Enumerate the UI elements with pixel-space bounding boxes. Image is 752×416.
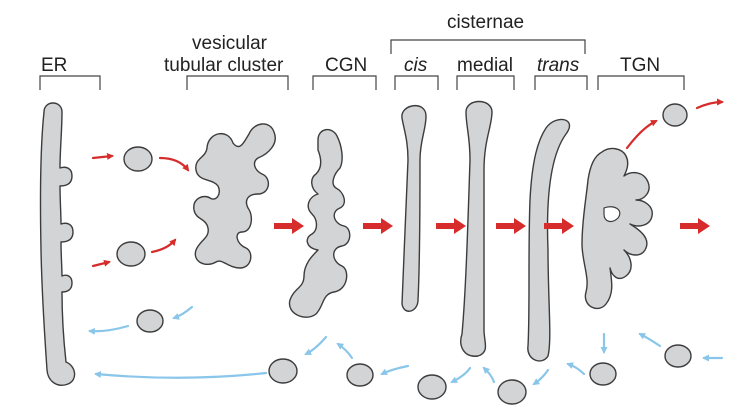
tgn-shape [581,147,653,310]
block-arrow-cgn-to-cis [363,218,393,234]
block-arrow-vtc-to-cgn [274,218,304,234]
label-er: ER [41,55,68,76]
bracket-medial [456,75,515,90]
block-arrow-tgn-out [680,218,710,234]
arrow-retro-incoming-to-tgn [638,332,662,348]
label-trans: trans [537,55,580,76]
arrow-er-to-vesicle-lower [91,259,111,268]
label-cis: cis [404,55,428,76]
arrow-retro-trans-to-vesicle [532,368,550,386]
medial-cisterna [460,100,493,357]
bracket-cgn [312,75,377,90]
arrow-secretion-out [695,98,724,110]
vesicle-retro-tgn [589,362,617,386]
er-shape [39,102,76,386]
arrow-retro-vesicle-to-er [88,324,130,335]
vesicle-retro-to-er [136,309,164,333]
label-cisternae: cisternae [447,12,525,33]
bracket-tgn [597,75,685,90]
block-arrow-cis-to-medial [436,218,466,234]
trans-cisterna [527,118,571,362]
block-arrow-medial-to-trans [496,218,526,234]
vesicle-retro-trans [497,379,527,405]
bracket-trans [534,75,588,90]
arrow-retro-to-cis-vesicle [380,364,410,376]
bracket-er [39,75,101,90]
label-medial: medial [457,55,513,76]
vesicle-retro-medial [417,374,447,400]
arrow-retro-vesicle-to-trans [566,362,586,376]
vesicle-er-exit-upper [123,146,153,172]
label-cgn: CGN [325,55,368,76]
vesicle-secretory [662,103,688,127]
vesicle-retro-long [268,358,298,384]
bracket-cisternae [390,39,586,54]
arrow-retro-vtc-to-vesicle [172,305,194,320]
cis-cisterna [401,105,427,312]
arrow-retro-medial-to-vesicle [450,366,472,384]
label-vtc-line2: tubular cluster [164,55,284,76]
vesicular-tubular-cluster [193,123,276,269]
bracket-cis [394,75,439,90]
block-arrow-trans-to-tgn [544,218,574,234]
bracket-vtc [186,75,289,90]
arrow-er-to-vesicle-upper [91,153,114,161]
arrow-retro-vesicle-to-cgn [336,342,354,360]
arrow-vesicle-to-vtc-upper [158,156,190,172]
vesicle-retro-incoming [664,344,692,368]
arrow-vesicle-to-vtc-lower [150,238,177,254]
arrow-retro-vesicle-to-medial [482,366,496,384]
vesicle-er-exit-lower [116,241,146,267]
arrow-retro-long-to-er [94,370,268,379]
tgn-inner-gap [603,206,621,223]
label-tgn: TGN [620,55,661,76]
arrow-retro-cgn-to-vesicle [304,335,328,356]
arrow-tgn-to-vesicle [625,119,658,150]
cgn-shape [288,129,351,318]
vesicle-retro-cis [346,363,374,387]
label-vtc-line1: vesicular [192,33,267,54]
